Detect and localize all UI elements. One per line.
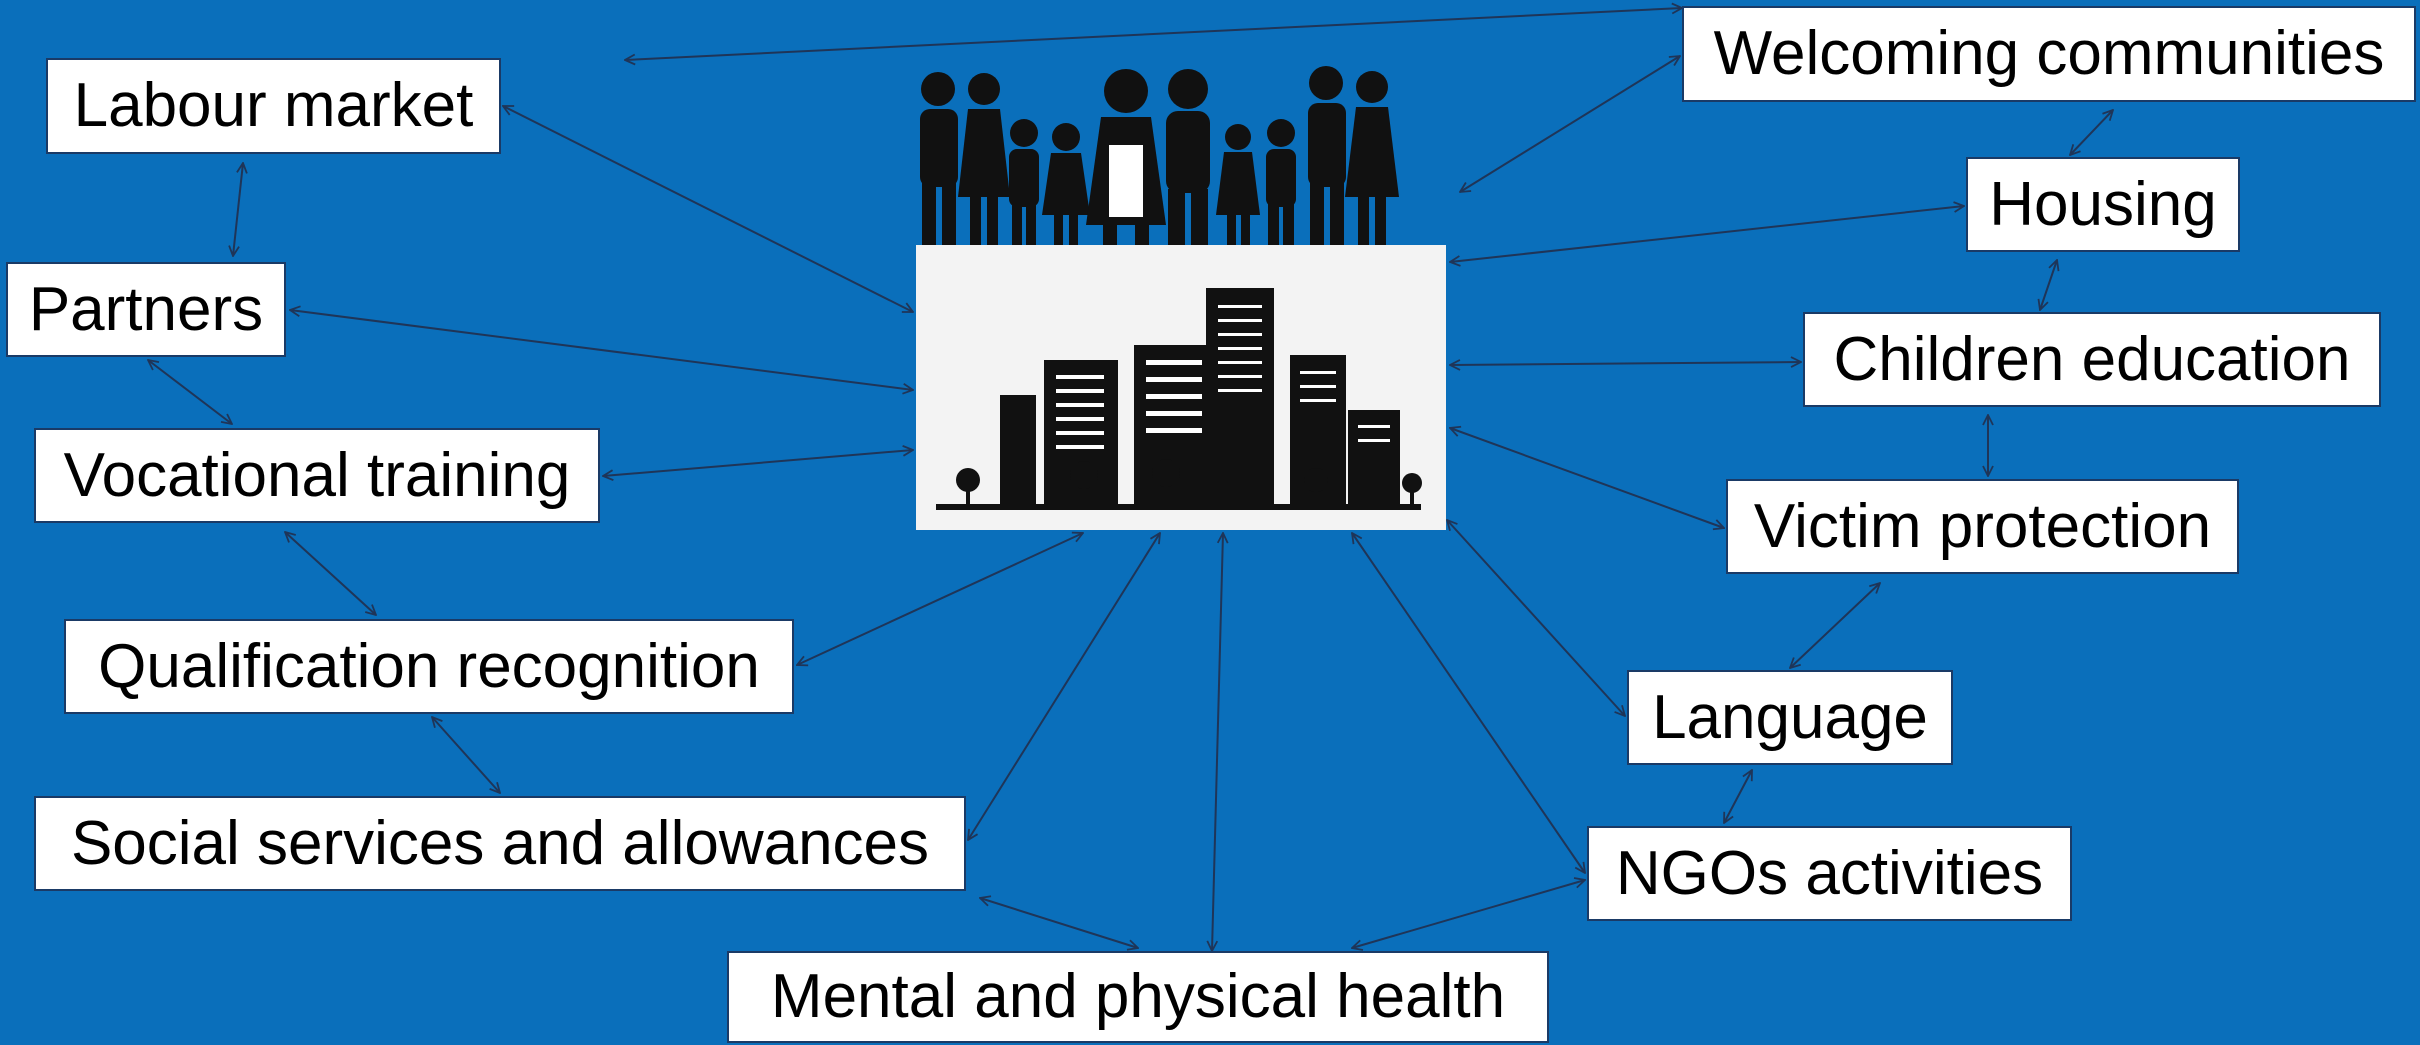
arrow-vocational-training-to-center <box>603 450 913 476</box>
arrow-social-services-to-mental-physical-health <box>980 898 1138 948</box>
arrow-ngos-activities-to-language <box>1724 770 1752 823</box>
node-language: Language <box>1627 670 1953 765</box>
arrow-mental-physical-health-to-center <box>1212 533 1223 951</box>
arrow-welcoming-communities-to-center <box>1460 56 1680 192</box>
family-and-city-icon <box>916 66 1446 530</box>
node-mental-physical-health: Mental and physical health <box>727 951 1549 1043</box>
arrow-partners-to-center <box>290 310 913 390</box>
node-qualification-recognition: Qualification recognition <box>64 619 794 714</box>
node-labour-market: Labour market <box>46 58 501 154</box>
node-welcoming-communities: Welcoming communities <box>1682 6 2416 102</box>
node-victim-protection: Victim protection <box>1726 479 2239 574</box>
arrow-housing-to-center <box>1450 206 1964 262</box>
node-ngos-activities: NGOs activities <box>1587 826 2072 921</box>
arrow-mental-physical-health-to-ngos-activities <box>1352 880 1585 948</box>
arrow-victim-protection-to-center <box>1450 428 1724 528</box>
node-social-services: Social services and allowances <box>34 796 966 891</box>
arrow-children-education-to-housing <box>2040 260 2057 310</box>
city-skyline-icon <box>916 245 1446 530</box>
node-housing: Housing <box>1966 157 2240 252</box>
arrow-welcoming-communities-to-labour-market <box>625 8 1682 60</box>
arrow-housing-to-welcoming-communities <box>2070 110 2113 155</box>
node-children-education: Children education <box>1803 312 2381 407</box>
arrow-ngos-activities-to-center <box>1352 533 1585 873</box>
arrow-children-education-to-center <box>1450 362 1801 365</box>
arrow-language-to-center <box>1447 520 1625 716</box>
arrow-qualification-recognition-to-social-services <box>432 717 500 793</box>
arrow-labour-market-to-partners <box>233 163 243 256</box>
arrow-vocational-training-to-qualification-recognition <box>285 532 376 615</box>
arrow-social-services-to-center <box>968 533 1160 840</box>
arrow-partners-to-vocational-training <box>148 360 232 424</box>
node-vocational-training: Vocational training <box>34 428 600 523</box>
arrow-group <box>148 8 2113 951</box>
arrow-labour-market-to-center <box>503 106 913 312</box>
arrow-qualification-recognition-to-center <box>797 533 1083 665</box>
arrow-language-to-victim-protection <box>1790 583 1880 668</box>
node-partners: Partners <box>6 262 286 357</box>
family-icon <box>920 66 1399 245</box>
